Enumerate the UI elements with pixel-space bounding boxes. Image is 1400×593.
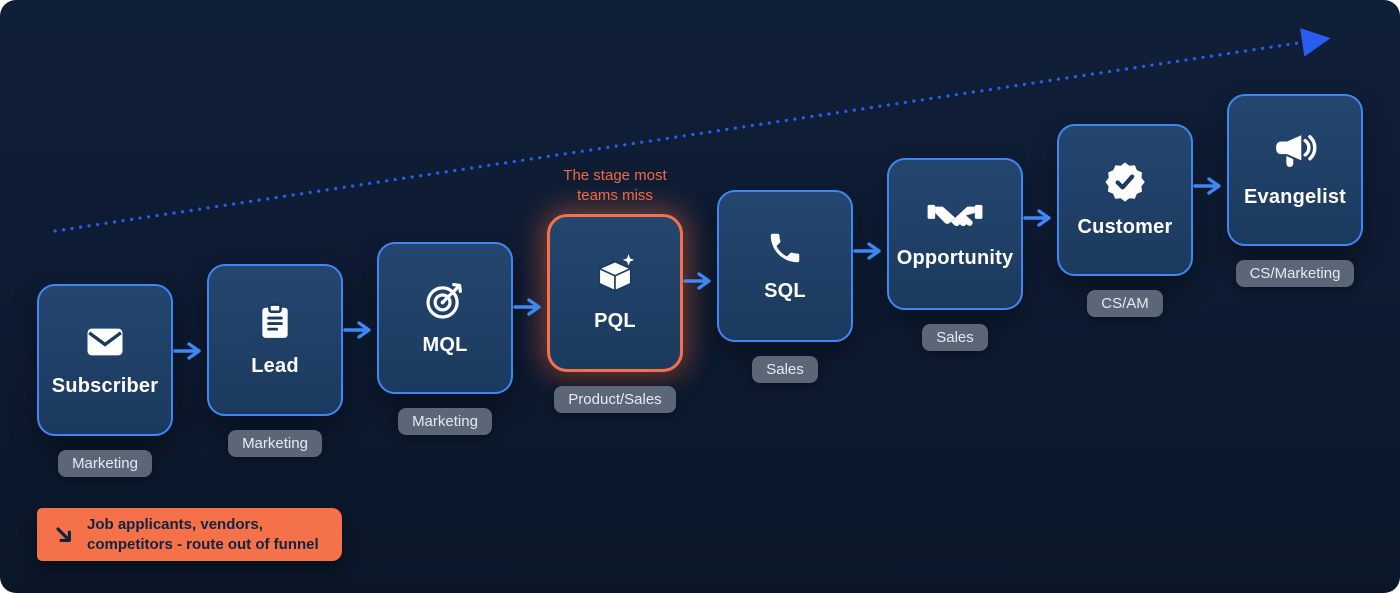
team-tag: Product/Sales [554,386,676,413]
verified-badge-icon [1104,161,1146,203]
team-tag: Marketing [58,450,152,477]
team-tag: CS/Marketing [1235,260,1355,287]
stage-box: Lead [207,264,343,416]
team-tag: Marketing [398,408,492,435]
stage-sql: SQL Sales [717,190,853,383]
phone-icon [766,229,804,267]
stage-customer: Customer CS/AM [1057,124,1193,317]
team-tag: CS/AM [1087,290,1163,317]
route-out-banner: Job applicants, vendors, competitors - r… [37,508,342,561]
team-tag: Marketing [228,430,322,457]
flow-arrow-icon [853,242,881,260]
stage-subscriber: Subscriber Marketing [37,284,173,477]
stage-lead: Lead Marketing [207,264,343,457]
stage-label: Subscriber [51,375,159,397]
pql-annotation: The stage most teams miss [563,167,667,205]
flow-arrow-icon [1023,209,1051,227]
envelope-icon [85,322,125,362]
handshake-icon [927,199,983,234]
flow-arrow-icon [513,298,541,316]
stage-mql: MQL Marketing [377,242,513,435]
megaphone-icon [1273,132,1317,173]
flow-arrow-icon [343,321,371,339]
stage-box: Opportunity [887,158,1023,310]
stage-box: SQL [717,190,853,342]
stage-label: Customer [1077,216,1173,238]
stage-label: MQL [422,334,468,356]
team-tag: Sales [922,324,988,351]
stage-box: Evangelist [1227,94,1363,246]
stage-pql: PQL Product/Sales [547,214,683,413]
flow-arrow-icon [173,342,201,360]
clipboard-icon [256,302,294,342]
stage-evangelist: Evangelist CS/Marketing [1227,94,1363,287]
flow-arrow-icon [683,272,711,290]
flow-arrow-icon [1193,177,1221,195]
target-arrow-icon [424,279,466,321]
arrow-down-right-icon [52,523,76,547]
stage-box: MQL [377,242,513,394]
team-tag: Sales [752,356,818,383]
stage-label: Lead [251,355,299,377]
stage-opportunity: Opportunity Sales [887,158,1023,351]
route-out-banner-text: Job applicants, vendors, competitors - r… [87,516,319,553]
stage-label: SQL [764,280,806,302]
stage-label: PQL [594,310,636,332]
product-box-sparkle-icon [593,253,637,297]
stage-box: Customer [1057,124,1193,276]
stage-box: Subscriber [37,284,173,436]
stage-label: Evangelist [1243,185,1347,208]
stage-box-highlighted: PQL [547,214,683,372]
stage-label: Opportunity [896,246,1014,269]
